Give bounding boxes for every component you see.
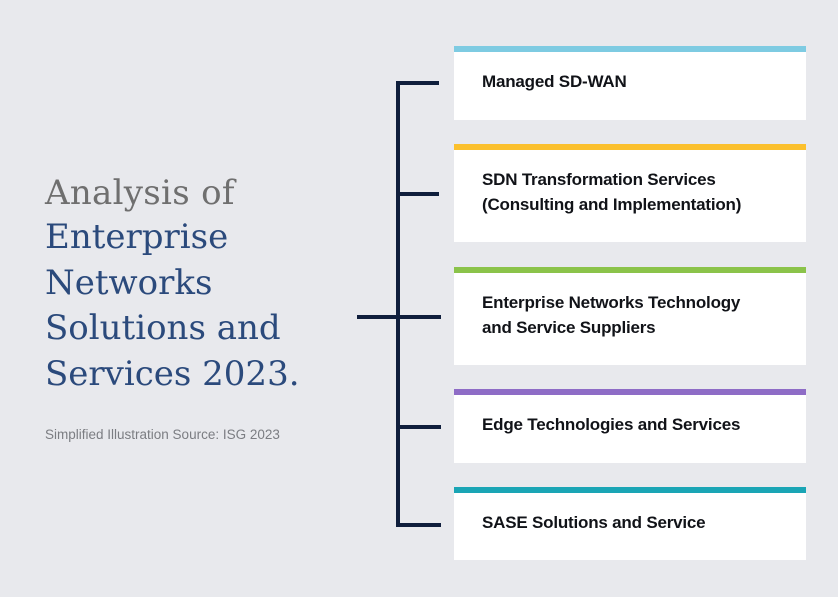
card-accent-bar	[454, 487, 806, 493]
category-card-edge-technologies: Edge Technologies and Services	[454, 389, 806, 463]
title-block: Analysis of Enterprise Networks Solution…	[45, 171, 345, 397]
card-accent-bar	[454, 46, 806, 52]
source-note: Simplified Illustration Source: ISG 2023	[45, 427, 280, 442]
card-label: SASE Solutions and Service	[482, 513, 706, 532]
card-accent-bar	[454, 389, 806, 395]
bracket-branch-4	[396, 425, 441, 429]
bracket-branch-5	[396, 523, 441, 527]
card-label: Enterprise Networks Technology and Servi…	[482, 293, 741, 337]
title-intro: Analysis of	[45, 173, 235, 213]
category-card-managed-sd-wan: Managed SD-WAN	[454, 46, 806, 120]
category-card-sase-solutions: SASE Solutions and Service	[454, 487, 806, 560]
card-accent-bar	[454, 144, 806, 150]
card-accent-bar	[454, 267, 806, 273]
title-line-1: Enterprise	[45, 217, 229, 257]
bracket-branch-1	[396, 81, 439, 85]
bracket-vertical-line	[396, 81, 400, 527]
card-label: SDN Transformation Services (Consulting …	[482, 170, 742, 214]
bracket-branch-2	[396, 192, 439, 196]
title-line-4: Services 2023.	[45, 353, 300, 394]
card-label: Edge Technologies and Services	[482, 415, 741, 434]
category-card-enterprise-networks-suppliers: Enterprise Networks Technology and Servi…	[454, 267, 806, 365]
category-card-sdn-transformation: SDN Transformation Services (Consulting …	[454, 144, 806, 242]
title-line-2: Networks	[45, 262, 213, 303]
card-label: Managed SD-WAN	[482, 72, 627, 91]
title-line-3: Solutions and	[45, 308, 281, 348]
bracket-root-branch-3	[357, 315, 441, 319]
